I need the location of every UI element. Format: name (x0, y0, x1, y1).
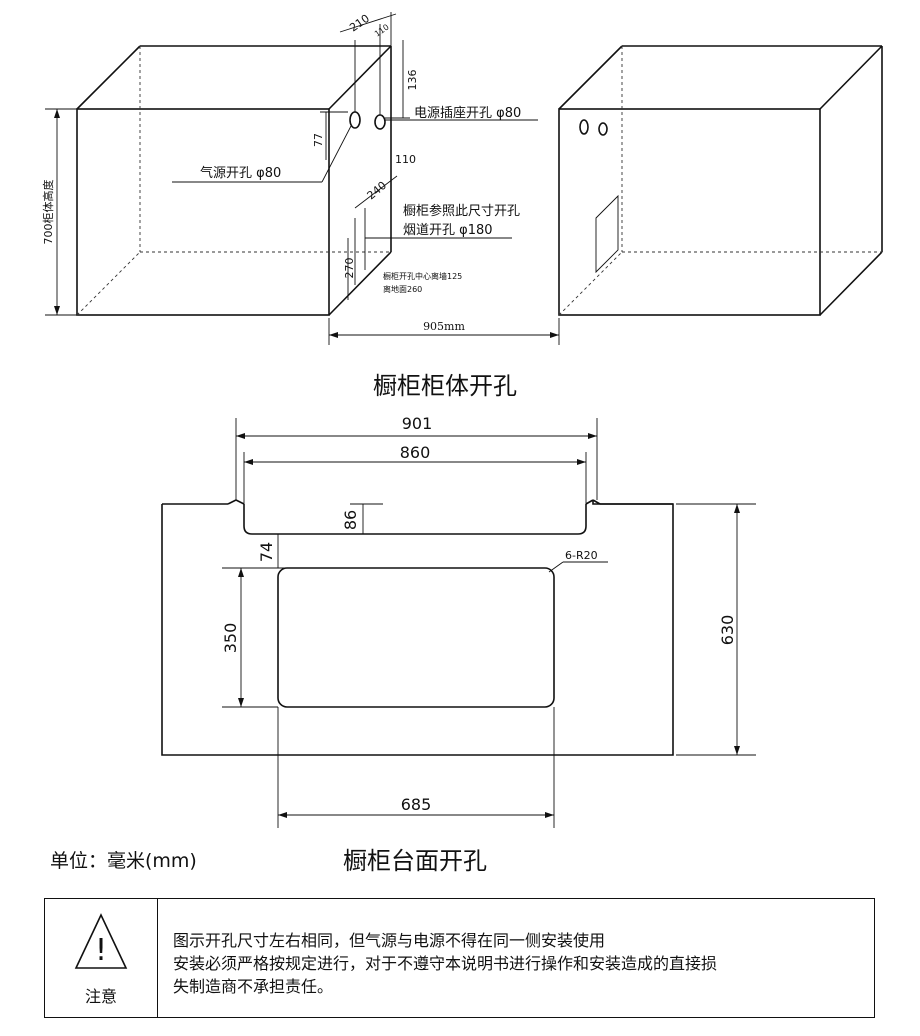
notice-text: 图示开孔尺寸左右相同，但气源与电源不得在同一侧安装使用 安装必须严格按规定进行，… (173, 929, 864, 998)
countertop-diagram: 901 860 86 74 350 630 (161, 414, 756, 828)
notice-line-2: 安装必须严格按规定进行，对于不遵守本说明书进行操作和安装造成的直接损 (173, 954, 718, 973)
warning-icon: ! (74, 913, 128, 969)
dim-685: 685 (401, 795, 432, 814)
cabinet-diagram: 700柜体高度 905mm 210 110 136 77 电源插座开孔 φ80 (41, 12, 883, 345)
dim-86-group: 86 (341, 503, 383, 534)
dim-350: 350 (221, 623, 240, 654)
countertop-outline (161, 499, 674, 756)
top-dimensions: 210 110 136 (339, 12, 419, 119)
dim-110-mid: 110 (395, 153, 416, 166)
height-dimension: 700柜体高度 (41, 108, 77, 316)
dim-77: 77 (312, 133, 325, 147)
dim-110-top: 110 (373, 23, 391, 39)
dim-86: 86 (341, 510, 360, 530)
notice-line-1: 图示开孔尺寸左右相同，但气源与电源不得在同一侧安装使用 (173, 931, 606, 950)
notice-box: ! 注意 图示开孔尺寸左右相同，但气源与电源不得在同一侧安装使用 安装必须严格按… (44, 898, 875, 1018)
center-note-1: 橱柜开孔中心离墙125 (383, 271, 462, 281)
power-hole-label: 电源插座开孔 φ80 (414, 106, 521, 121)
dim-860: 860 (400, 443, 431, 462)
dim-270: 270 (343, 258, 356, 279)
dim-901: 901 (402, 414, 433, 433)
power-hole-marker (374, 114, 386, 130)
notice-label: 注意 (84, 987, 117, 1006)
center-note-2: 离地面260 (383, 284, 422, 294)
cabinet-diagram-title: 橱柜柜体开孔 (373, 372, 517, 400)
dim-685-group: 685 (277, 707, 555, 828)
gas-hole-callout: 气源开孔 φ80 (172, 125, 352, 183)
flue-hole-label: 烟道开孔 φ180 (403, 223, 493, 238)
dim-860-group: 860 (243, 443, 587, 504)
notice-line-3: 失制造商不承担责任。 (173, 977, 334, 996)
dim-74: 74 (257, 542, 276, 562)
left-cabinet (76, 45, 392, 316)
sink-cutout (277, 567, 555, 708)
gas-hole-marker (349, 111, 361, 129)
warning-glyph: ! (95, 933, 107, 968)
dim-630-group: 630 (676, 503, 756, 756)
dim-240: 240 (365, 179, 389, 202)
unit-label: 单位：毫米(mm) (50, 850, 197, 872)
dim-901-group: 901 (235, 414, 598, 500)
width-label: 905mm (423, 320, 465, 333)
right-cabinet (558, 45, 883, 316)
notice-divider (157, 899, 158, 1017)
power-hole-callout: 电源插座开孔 φ80 (384, 106, 538, 121)
dim-350-group: 350 (221, 567, 278, 708)
dim-270-group: 270 (343, 238, 356, 300)
dim-77-group: 77 (312, 111, 348, 160)
width-dimension: 905mm (328, 318, 560, 345)
dim-210: 210 (347, 12, 372, 35)
dim-74-group: 74 (257, 534, 290, 569)
countertop-diagram-title: 橱柜台面开孔 (343, 847, 487, 875)
radius-callout: 6-R20 (548, 549, 608, 573)
radius-label: 6-R20 (565, 549, 598, 562)
dim-630: 630 (718, 615, 737, 646)
height-label: 700柜体高度 (41, 180, 55, 245)
flue-callout: 橱柜参照此尺寸开孔 烟道开孔 φ180 (365, 203, 520, 239)
dim-136: 136 (406, 70, 419, 91)
cabinet-ref-label: 橱柜参照此尺寸开孔 (403, 203, 520, 219)
gas-hole-label: 气源开孔 φ80 (200, 165, 281, 181)
